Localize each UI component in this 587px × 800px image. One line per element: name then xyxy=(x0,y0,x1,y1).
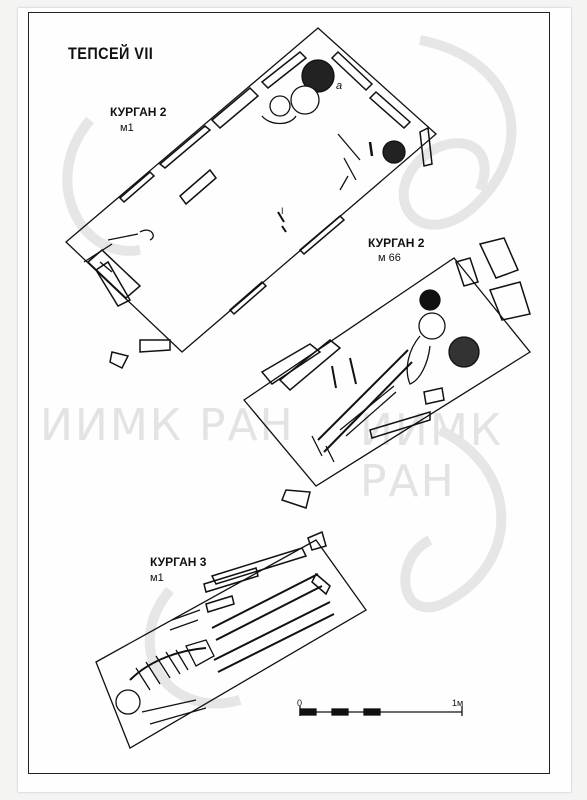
burial-3-kurgan-label: КУРГАН 3 xyxy=(150,555,207,569)
skull-2 xyxy=(269,95,291,117)
vessel-hatched-3 xyxy=(448,336,480,368)
stone-slabs xyxy=(86,50,433,370)
grave-outline xyxy=(65,27,437,353)
burial-3-drawing xyxy=(95,530,367,749)
burial-1-grave-label: м1 xyxy=(120,122,134,134)
scale-bar xyxy=(299,706,463,716)
burial-1-kurgan-label: КУРГАН 2 xyxy=(110,105,167,119)
burial-2-grave-label: м 66 xyxy=(378,252,401,264)
skull xyxy=(290,85,320,115)
burial-1-drawing xyxy=(65,27,437,370)
sherd-mark-label: I xyxy=(281,206,284,216)
scale-end-label: 1м xyxy=(452,698,464,708)
skull-4 xyxy=(115,689,141,715)
burial-3-grave-label: м1 xyxy=(150,572,164,584)
grave-outline-3 xyxy=(95,539,367,749)
scale-start-label: 0 xyxy=(297,698,303,708)
vessel-hatched-2 xyxy=(382,140,406,164)
paper-sheet xyxy=(18,8,571,792)
burial-2-kurgan-label: КУРГАН 2 xyxy=(368,236,425,250)
vessel-hatched xyxy=(301,59,335,93)
plate-title: ТЕПСЕЙ VII xyxy=(68,44,154,63)
burial-2-drawing xyxy=(243,237,531,509)
stone-slabs-3 xyxy=(203,530,331,613)
watermark-emblem xyxy=(62,35,517,709)
vessel-mark-label: а xyxy=(336,80,343,92)
stone-slabs-2 xyxy=(260,237,531,509)
grave-outline-2 xyxy=(243,257,531,487)
skull-3 xyxy=(418,312,446,340)
vessel-black xyxy=(419,289,441,311)
plate-frame xyxy=(28,12,550,774)
